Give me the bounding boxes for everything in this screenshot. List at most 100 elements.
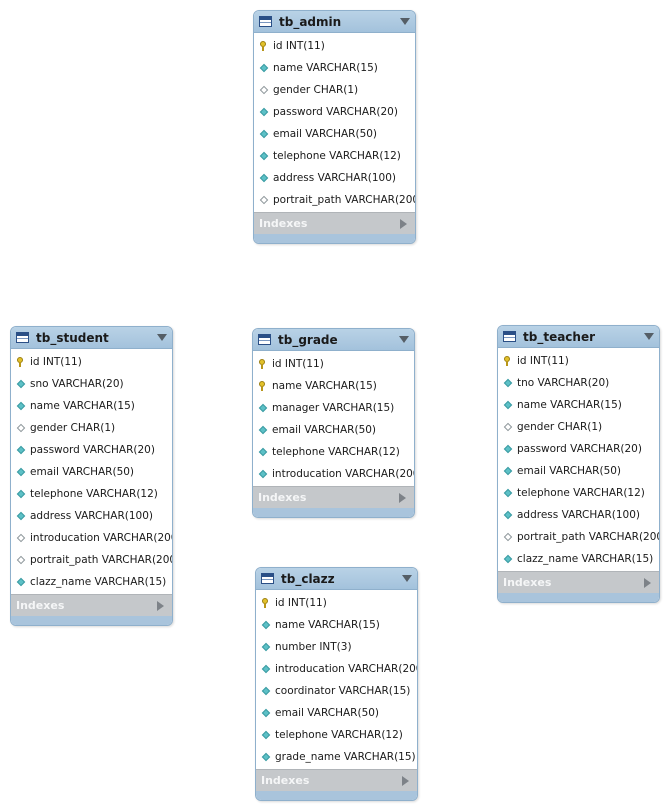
collapse-arrow-icon[interactable]: [157, 334, 167, 341]
column-row[interactable]: email VARCHAR(50): [253, 419, 414, 441]
column-label: name VARCHAR(15): [275, 619, 380, 631]
column-label: id INT(11): [275, 597, 327, 609]
column-row[interactable]: password VARCHAR(20): [498, 438, 659, 460]
filled-diamond-icon: [503, 378, 513, 388]
column-label: grade_name VARCHAR(15): [275, 751, 416, 763]
column-label: introducation VARCHAR(200): [30, 532, 173, 544]
expand-arrow-icon[interactable]: [399, 492, 406, 503]
column-label: password VARCHAR(20): [273, 106, 398, 118]
column-row[interactable]: gender CHAR(1): [11, 417, 172, 439]
expand-arrow-icon[interactable]: [402, 775, 409, 786]
filled-diamond-icon: [16, 401, 26, 411]
filled-diamond-icon: [16, 511, 26, 521]
filled-diamond-icon: [503, 466, 513, 476]
column-row[interactable]: portrait_path VARCHAR(200): [254, 189, 415, 211]
collapse-arrow-icon[interactable]: [402, 575, 412, 582]
column-label: portrait_path VARCHAR(200): [517, 531, 660, 543]
column-row[interactable]: telephone VARCHAR(12): [253, 441, 414, 463]
expand-arrow-icon[interactable]: [644, 577, 651, 588]
table-header[interactable]: tb_teacher: [498, 326, 659, 348]
column-label: sno VARCHAR(20): [30, 378, 124, 390]
column-row[interactable]: coordinator VARCHAR(15): [256, 680, 417, 702]
column-row[interactable]: name VARCHAR(15): [498, 394, 659, 416]
indexes-section[interactable]: Indexes: [11, 594, 172, 616]
column-label: address VARCHAR(100): [273, 172, 396, 184]
filled-diamond-icon: [259, 151, 269, 161]
collapse-arrow-icon[interactable]: [400, 18, 410, 25]
open-diamond-icon: [16, 533, 26, 543]
column-row[interactable]: gender CHAR(1): [498, 416, 659, 438]
table-header[interactable]: tb_clazz: [256, 568, 417, 590]
filled-diamond-icon: [261, 664, 271, 674]
column-row[interactable]: introducation VARCHAR(200): [11, 527, 172, 549]
column-label: portrait_path VARCHAR(200): [273, 194, 416, 206]
collapse-arrow-icon[interactable]: [644, 333, 654, 340]
table-tb-clazz[interactable]: tb_clazz id INT(11) name VARCHAR(15) numbe…: [255, 567, 418, 801]
indexes-section[interactable]: Indexes: [253, 486, 414, 508]
column-row[interactable]: grade_name VARCHAR(15): [256, 746, 417, 768]
column-row[interactable]: telephone VARCHAR(12): [256, 724, 417, 746]
indexes-section[interactable]: Indexes: [256, 769, 417, 791]
indexes-section[interactable]: Indexes: [254, 212, 415, 234]
column-label: id INT(11): [273, 40, 325, 52]
column-row[interactable]: address VARCHAR(100): [11, 505, 172, 527]
filled-diamond-icon: [261, 642, 271, 652]
filled-diamond-icon: [259, 129, 269, 139]
indexes-label: Indexes: [261, 774, 310, 787]
filled-diamond-icon: [261, 752, 271, 762]
column-row[interactable]: name VARCHAR(15): [254, 57, 415, 79]
column-row[interactable]: portrait_path VARCHAR(200): [498, 526, 659, 548]
column-row[interactable]: gender CHAR(1): [254, 79, 415, 101]
column-label: telephone VARCHAR(12): [517, 487, 645, 499]
table-header[interactable]: tb_grade: [253, 329, 414, 351]
column-row[interactable]: id INT(11): [498, 350, 659, 372]
table-footer: [253, 508, 414, 517]
filled-diamond-icon: [258, 425, 268, 435]
column-row[interactable]: telephone VARCHAR(12): [11, 483, 172, 505]
column-row[interactable]: address VARCHAR(100): [254, 167, 415, 189]
column-row[interactable]: name VARCHAR(15): [11, 395, 172, 417]
table-header[interactable]: tb_admin: [254, 11, 415, 33]
column-row[interactable]: clazz_name VARCHAR(15): [11, 571, 172, 593]
table-header[interactable]: tb_student: [11, 327, 172, 349]
column-row[interactable]: clazz_name VARCHAR(15): [498, 548, 659, 570]
indexes-section[interactable]: Indexes: [498, 571, 659, 593]
column-row[interactable]: password VARCHAR(20): [11, 439, 172, 461]
table-tb-student[interactable]: tb_student id INT(11) sno VARCHAR(20) name…: [10, 326, 173, 626]
column-row[interactable]: telephone VARCHAR(12): [254, 145, 415, 167]
column-row[interactable]: manager VARCHAR(15): [253, 397, 414, 419]
column-row[interactable]: introducation VARCHAR(200): [253, 463, 414, 485]
column-label: email VARCHAR(50): [272, 424, 377, 436]
column-row[interactable]: email VARCHAR(50): [11, 461, 172, 483]
filled-diamond-icon: [503, 444, 513, 454]
column-row[interactable]: id INT(11): [254, 35, 415, 57]
column-row[interactable]: email VARCHAR(50): [256, 702, 417, 724]
column-row[interactable]: name VARCHAR(15): [256, 614, 417, 636]
column-row[interactable]: id INT(11): [11, 351, 172, 373]
table-tb-teacher[interactable]: tb_teacher id INT(11)tno VARCHAR(20)name…: [497, 325, 660, 603]
column-row[interactable]: address VARCHAR(100): [498, 504, 659, 526]
column-row[interactable]: email VARCHAR(50): [498, 460, 659, 482]
column-row[interactable]: number INT(3): [256, 636, 417, 658]
column-row[interactable]: sno VARCHAR(20): [11, 373, 172, 395]
column-list: id INT(11) name VARCHAR(15) number INT(3)i…: [256, 590, 417, 769]
table-icon: [503, 331, 516, 342]
expand-arrow-icon[interactable]: [157, 600, 164, 611]
open-diamond-icon: [259, 195, 269, 205]
column-label: email VARCHAR(50): [30, 466, 135, 478]
column-row[interactable]: password VARCHAR(20): [254, 101, 415, 123]
column-label: name VARCHAR(15): [30, 400, 135, 412]
collapse-arrow-icon[interactable]: [399, 336, 409, 343]
column-row[interactable]: tno VARCHAR(20): [498, 372, 659, 394]
column-row[interactable]: id INT(11): [256, 592, 417, 614]
column-row[interactable]: email VARCHAR(50): [254, 123, 415, 145]
expand-arrow-icon[interactable]: [400, 218, 407, 229]
column-row[interactable]: introducation VARCHAR(200): [256, 658, 417, 680]
column-row[interactable]: portrait_path VARCHAR(200): [11, 549, 172, 571]
table-icon: [258, 334, 271, 345]
column-row[interactable]: id INT(11): [253, 353, 414, 375]
table-tb-admin[interactable]: tb_admin id INT(11) name VARCHAR(15)gende…: [253, 10, 416, 244]
column-row[interactable]: name VARCHAR(15): [253, 375, 414, 397]
column-row[interactable]: telephone VARCHAR(12): [498, 482, 659, 504]
table-tb-grade[interactable]: tb_grade id INT(11)name VARCHAR(15)manag…: [252, 328, 415, 518]
